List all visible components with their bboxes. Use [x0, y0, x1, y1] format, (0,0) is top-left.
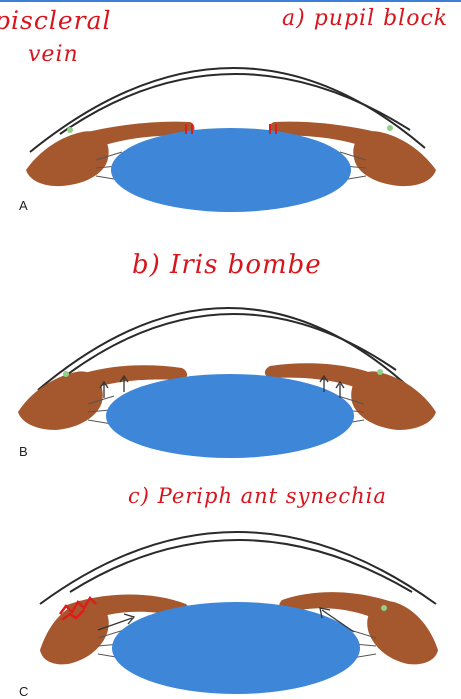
panel-label-c: C [19, 684, 28, 699]
lens [106, 374, 354, 458]
panel-label-b: B [19, 444, 28, 459]
lens [112, 602, 360, 694]
panel-c-peripheral-anterior-synechiae [0, 480, 461, 696]
trabecular-meshwork-right [381, 605, 387, 611]
trabecular-meshwork-right [387, 125, 393, 131]
trabecular-meshwork-right [377, 369, 383, 375]
panel-label-a: A [19, 198, 28, 213]
panel-a-pupil-block [0, 0, 461, 240]
lens [111, 128, 351, 212]
trabecular-meshwork-left [63, 371, 69, 377]
cornea [40, 532, 436, 604]
trabecular-meshwork-left [67, 127, 73, 133]
panel-b-iris-bombe [0, 240, 461, 480]
